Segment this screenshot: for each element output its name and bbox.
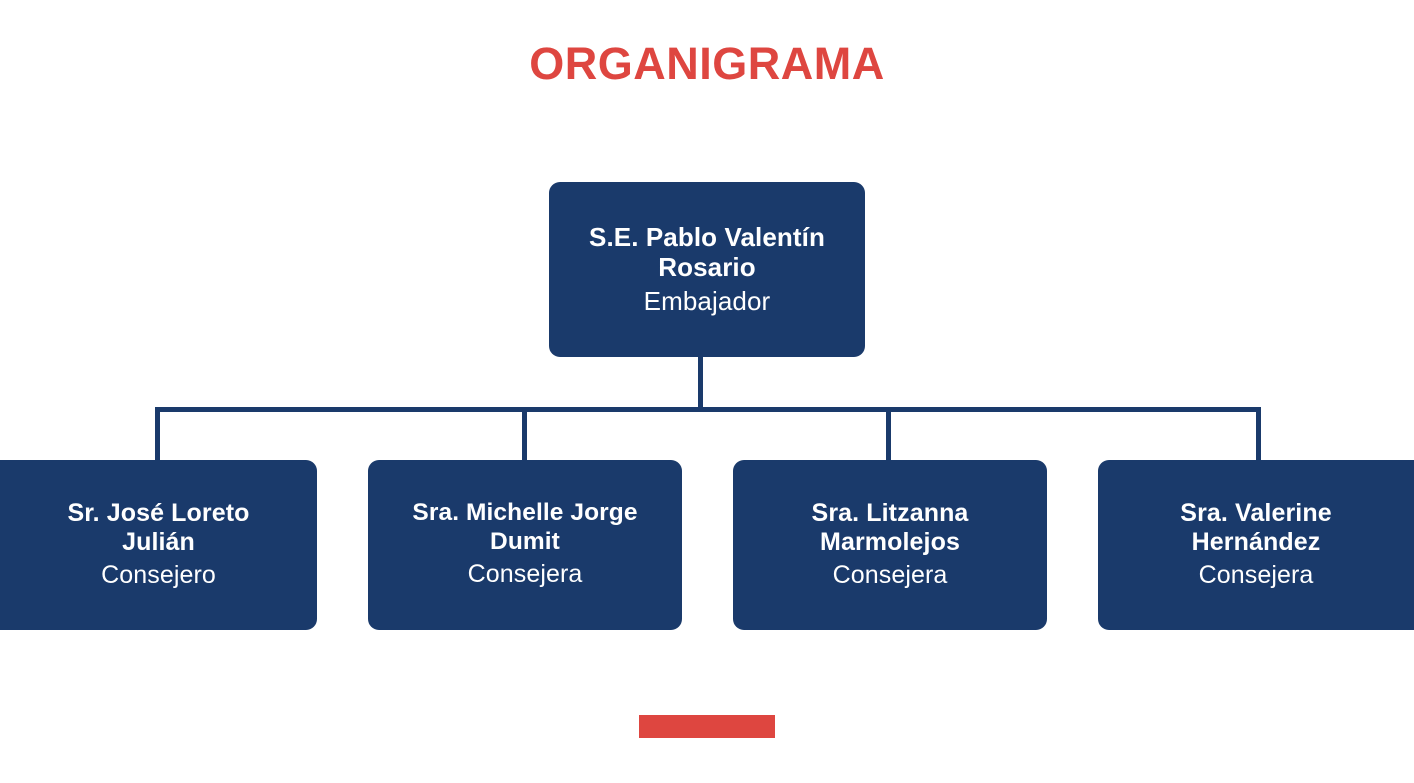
org-node-name: Sra. Valerine Hernández	[1180, 498, 1332, 557]
page-title: ORGANIGRAMA	[529, 38, 885, 89]
connector-drop-child-0	[155, 407, 160, 462]
org-node-name: Sra. Michelle Jorge Dumit	[412, 499, 638, 556]
org-node-child-1[interactable]: Sra. Michelle Jorge Dumit Consejera	[368, 460, 682, 630]
connector-drop-child-2	[886, 407, 891, 462]
connector-drop-child-1	[522, 407, 527, 462]
org-node-role: Consejera	[832, 560, 948, 589]
org-node-name: S.E. Pablo Valentín Rosario	[589, 221, 825, 283]
footer-accent-bar	[639, 715, 775, 738]
org-node-child-3[interactable]: Sra. Valerine Hernández Consejera	[1098, 460, 1414, 630]
org-node-root[interactable]: S.E. Pablo Valentín Rosario Embajador	[549, 182, 865, 357]
org-node-role: Consejera	[467, 560, 583, 589]
org-node-child-2[interactable]: Sra. Litzanna Marmolejos Consejera	[733, 460, 1047, 630]
org-node-role: Embajador	[643, 285, 771, 316]
org-node-name: Sr. José Loreto Julián	[67, 498, 250, 557]
org-node-name: Sra. Litzanna Marmolejos	[811, 498, 969, 557]
org-node-role: Consejera	[1198, 560, 1314, 589]
connector-horizontal-bus	[155, 407, 1261, 412]
connector-stem-root	[698, 356, 703, 412]
connector-drop-child-3	[1256, 407, 1261, 462]
org-node-role: Consejero	[101, 560, 216, 589]
org-node-child-0[interactable]: Sr. José Loreto Julián Consejero	[0, 460, 317, 630]
